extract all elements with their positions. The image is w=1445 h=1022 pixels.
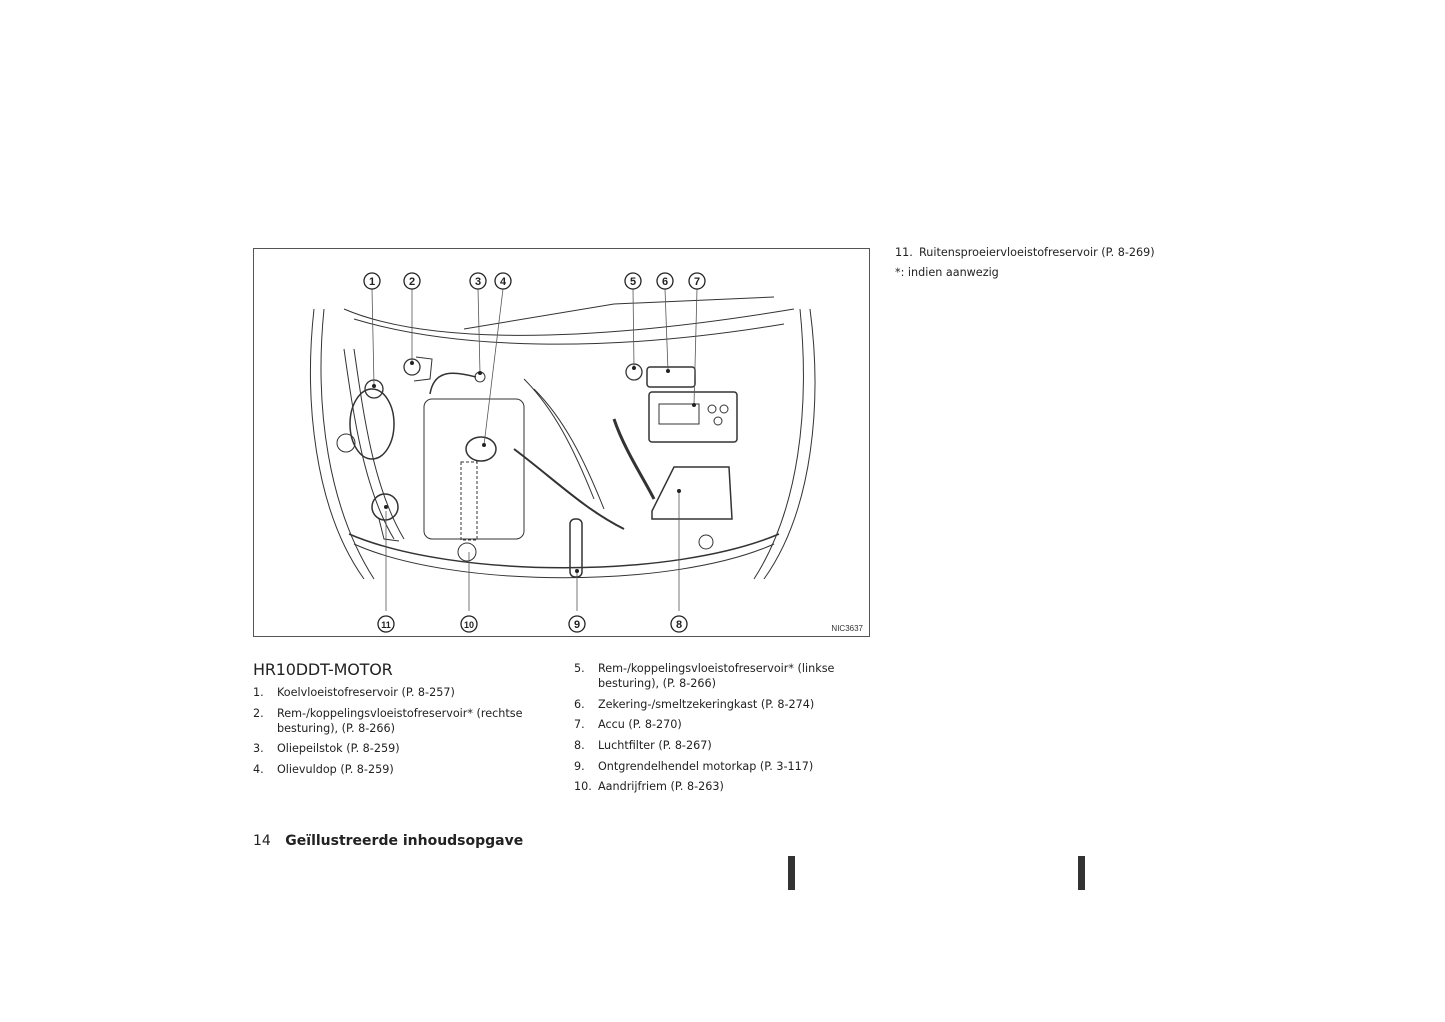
list-item: 3. Oliepeilstok (P. 8-259) xyxy=(253,741,553,756)
callout-3: 3 xyxy=(475,276,481,288)
callout-9: 9 xyxy=(574,619,580,631)
section-title: HR10DDT-MOTOR xyxy=(253,660,393,679)
item-text: Olievuldop (P. 8-259) xyxy=(277,763,394,777)
item-number: 6. xyxy=(574,697,585,711)
chapter-title: Geïllustreerde inhoudsopgave xyxy=(285,833,524,849)
list-item: 1. Koelvloeistofreservoir (P. 8-257) xyxy=(253,685,553,700)
callout-10: 10 xyxy=(464,620,474,630)
item-number: 7. xyxy=(574,718,585,732)
item-number: 2. xyxy=(253,706,264,720)
item-text: Zekering-/smeltzekeringkast (P. 8-274) xyxy=(598,697,815,711)
page-edge-marker-left xyxy=(788,856,795,890)
list-item: 9. Ontgrendelhendel motorkap (P. 3-117) xyxy=(574,759,874,774)
component-list-right: 11. Ruitensproeiervloeistofreservoir (P. … xyxy=(895,245,1195,266)
list-item: 2. Rem-/koppelingsvloeistofreservoir* (re… xyxy=(253,706,553,736)
item-number: 11. xyxy=(895,246,913,259)
item-text: Luchtfilter (P. 8-267) xyxy=(598,739,712,753)
item-text: Oliepeilstok (P. 8-259) xyxy=(277,742,400,756)
page-number: 14 xyxy=(253,833,271,849)
engine-bay-illustration: 1 2 3 4 5 6 7 11 10 9 8 NIC3637 xyxy=(253,248,870,637)
item-text: Rem-/koppelingsvloeistofreservoir* (rech… xyxy=(277,706,523,735)
callout-6: 6 xyxy=(662,276,668,288)
item-number: 9. xyxy=(574,759,585,773)
list-item: 10. Aandrijfriem (P. 8-263) xyxy=(574,779,874,794)
footnote: *: indien aanwezig xyxy=(895,266,999,279)
callout-2: 2 xyxy=(409,276,415,288)
list-item: 11. Ruitensproeiervloeistofreservoir (P. … xyxy=(895,245,1195,260)
item-number: 3. xyxy=(253,742,264,756)
item-number: 1. xyxy=(253,686,264,699)
item-number: 4. xyxy=(253,763,264,777)
callout-7: 7 xyxy=(694,276,700,288)
list-item: 5. Rem-/koppelingsvloeistofreservoir* (li… xyxy=(574,661,874,691)
item-text: Koelvloeistofreservoir (P. 8-257) xyxy=(277,686,455,699)
list-item: 7. Accu (P. 8-270) xyxy=(574,717,874,732)
item-number: 5. xyxy=(574,662,585,675)
item-text: Aandrijfriem (P. 8-263) xyxy=(598,780,724,794)
item-text: Ontgrendelhendel motorkap (P. 3-117) xyxy=(598,759,814,773)
callout-5: 5 xyxy=(630,276,636,288)
list-item: 8. Luchtfilter (P. 8-267) xyxy=(574,738,874,753)
list-item: 4. Olievuldop (P. 8-259) xyxy=(253,762,553,777)
callout-4: 4 xyxy=(500,276,507,288)
callout-11: 11 xyxy=(381,620,391,630)
callout-1: 1 xyxy=(369,276,375,288)
item-text: Rem-/koppelingsvloeistofreservoir* (link… xyxy=(598,662,835,690)
item-text: Ruitensproeiervloeistofreservoir (P. 8-2… xyxy=(919,246,1155,259)
figure-code: NIC3637 xyxy=(831,624,863,633)
component-list-middle: 5. Rem-/koppelingsvloeistofreservoir* (li… xyxy=(574,661,874,800)
component-list-left: 1. Koelvloeistofreservoir (P. 8-257) 2. Re… xyxy=(253,685,553,783)
item-number: 10. xyxy=(574,780,592,794)
page-footer: 14 Geïllustreerde inhoudsopgave xyxy=(253,833,523,849)
list-item: 6. Zekering-/smeltzekeringkast (P. 8-274) xyxy=(574,697,874,712)
callout-8: 8 xyxy=(676,619,682,631)
item-text: Accu (P. 8-270) xyxy=(598,718,682,732)
item-number: 8. xyxy=(574,739,585,753)
page-edge-marker-right xyxy=(1078,856,1085,890)
engine-diagram-svg: 1 2 3 4 5 6 7 11 10 9 8 xyxy=(310,272,816,633)
